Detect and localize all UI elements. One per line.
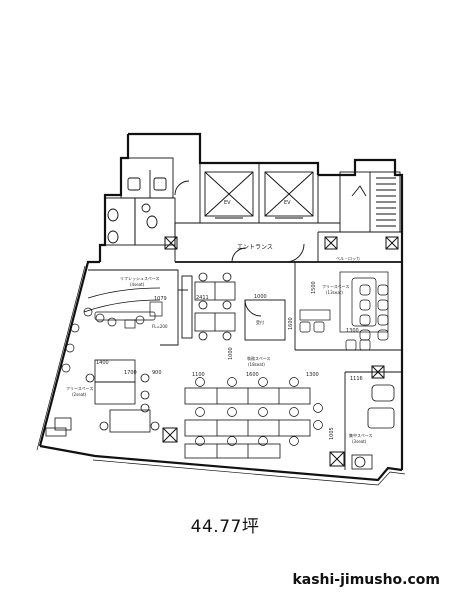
dim-1500: 1500 — [311, 281, 317, 294]
locker-label: ベル・ロッカ — [336, 256, 360, 261]
free-space-left-label: フリースペース — [66, 386, 94, 391]
entrance-label: エントランス — [237, 244, 273, 251]
dim-1000a: 1000 — [254, 294, 267, 300]
ev-right-label: EV — [284, 200, 291, 206]
work-space-seats: (18seat) — [248, 362, 265, 367]
pillars — [162, 236, 399, 467]
exterior-walls — [38, 132, 404, 482]
dim-2411: 2411 — [196, 295, 209, 301]
refresh-space-seats: (4seat) — [130, 282, 145, 287]
refresh-furniture — [61, 287, 163, 373]
work-chairs — [195, 377, 323, 446]
free-space-right-seats: (13seat) — [326, 290, 343, 295]
dim-1000b: 1000 — [228, 347, 234, 360]
meeting-space-seats: (3seat) — [352, 439, 367, 444]
dim-1600a: 1600 — [288, 317, 294, 330]
fl-note: FL=200 — [152, 324, 168, 329]
meeting-space-label: 集中スペース — [349, 433, 373, 438]
core-area — [104, 157, 402, 263]
free-space-left-furniture — [45, 359, 160, 437]
dim-1700: 1700 — [124, 370, 137, 376]
dim-1100a: 1100 — [192, 372, 205, 378]
dim-1600b: 1600 — [246, 372, 259, 378]
ev-left-label: EV — [224, 200, 231, 206]
reception-label: 受付 — [256, 320, 264, 325]
free-space-right-furniture — [299, 271, 389, 351]
site-watermark: kashi-jimusho.com — [292, 572, 440, 588]
work-space-label: 執務スペース — [247, 356, 271, 361]
dim-1079: 1079 — [154, 296, 167, 302]
refresh-space-label: リフレッシュスペース — [120, 276, 160, 281]
meeting-furniture — [351, 384, 395, 470]
dim-900: 900 — [152, 370, 162, 376]
work-desks — [184, 387, 311, 459]
dim-1300b: 1300 — [306, 372, 319, 378]
upper-tables — [194, 272, 236, 341]
dim-1400: 1400 — [96, 360, 109, 366]
window-lines — [36, 265, 406, 486]
floor-area-label: 44.77坪 — [190, 517, 260, 537]
dim-1116: 1116 — [350, 376, 363, 382]
dim-1005: 1005 — [329, 427, 335, 440]
free-space-right-label: フリースペース — [322, 284, 350, 289]
free-space-left-seats: (2seat) — [72, 392, 87, 397]
dim-1300a: 1300 — [346, 328, 359, 334]
